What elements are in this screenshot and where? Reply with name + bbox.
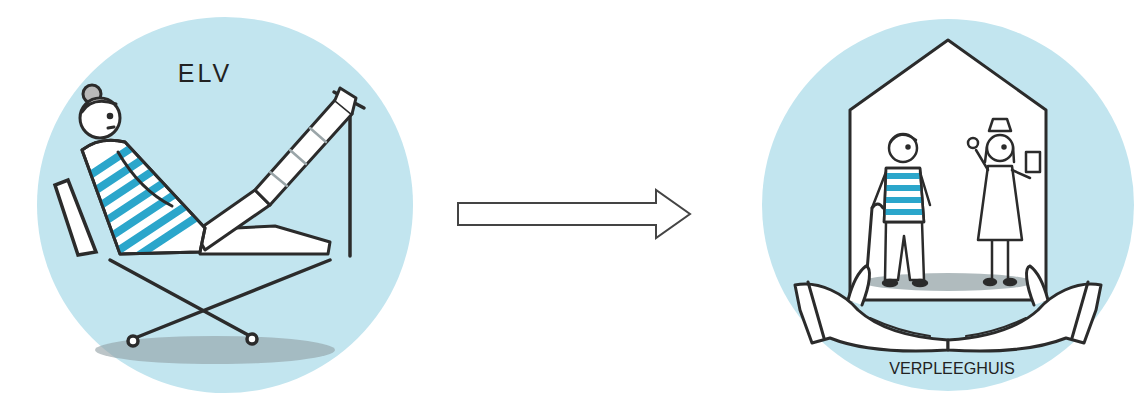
circle-background (762, 19, 1134, 391)
stretcher (348, 104, 352, 256)
block-arrow (458, 190, 690, 238)
node-title: ELV (178, 59, 232, 88)
stretcher-shadow (95, 336, 335, 364)
stretcher (128, 336, 138, 346)
patient-figure (80, 98, 120, 138)
nurse-figure (968, 119, 1040, 285)
resident-figure (872, 172, 930, 208)
stretcher-shadow (95, 336, 335, 364)
circle-background (37, 17, 413, 393)
patient-figure (82, 101, 116, 112)
nurse-figure (1003, 146, 1006, 149)
node-caption: VERPLEEGHUIS (889, 359, 1015, 378)
resident-figure (885, 222, 924, 280)
cupped-hands (1027, 266, 1048, 305)
nurse-figure (1026, 152, 1040, 172)
nurse-figure (992, 240, 1008, 280)
care-circle: ELV (37, 17, 413, 393)
circle-background (762, 19, 1134, 391)
resident-figure (913, 280, 927, 286)
resident-figure (884, 168, 924, 222)
care-circle: VERPLEEGHUIS (762, 19, 1134, 391)
nurse-figure (989, 119, 1011, 131)
resident-figure (889, 134, 917, 162)
nurse-figure (968, 138, 978, 148)
resident-figure (866, 134, 930, 286)
nurse-figure (987, 135, 1013, 161)
resident-figure (907, 146, 910, 149)
nurse-figure (984, 279, 996, 285)
nurse-figure (978, 166, 1022, 240)
patient-figure (108, 114, 112, 118)
stretcher (247, 334, 257, 344)
resident-figure (883, 280, 897, 286)
resident-figure (890, 135, 916, 143)
patient-figure (108, 127, 114, 128)
nurse-figure (1004, 279, 1016, 285)
cupped-hands (848, 266, 869, 305)
